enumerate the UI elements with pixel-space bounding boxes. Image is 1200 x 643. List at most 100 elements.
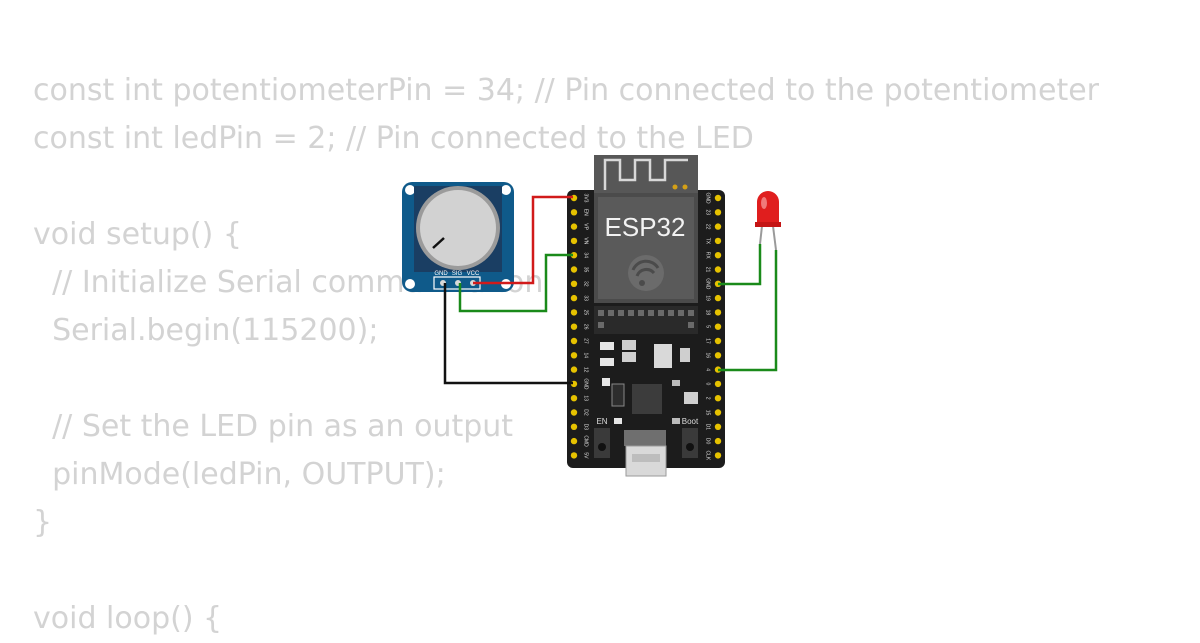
left-pin-label: 34 xyxy=(583,252,589,258)
right-pin-label: D0 xyxy=(705,438,711,445)
left-pin-label: VN xyxy=(583,237,589,244)
boot-button[interactable]: Boot xyxy=(682,417,699,458)
right-pin-17[interactable] xyxy=(714,337,722,345)
right-pin-5[interactable] xyxy=(714,323,722,330)
left-pin-d3[interactable] xyxy=(570,423,578,430)
left-pin-label: D2 xyxy=(583,409,589,416)
board-components xyxy=(600,340,698,424)
left-pin-12[interactable] xyxy=(570,366,578,373)
code-line: } xyxy=(33,505,53,540)
en-button-label: EN xyxy=(596,417,607,426)
left-pin-en[interactable] xyxy=(570,209,578,216)
right-pin-21[interactable] xyxy=(714,266,722,273)
right-pin-label: 5 xyxy=(705,325,711,328)
code-listing: const int potentiometerPin = 34; // Pin … xyxy=(33,67,1099,643)
left-pin-vp[interactable] xyxy=(570,223,578,230)
led-cathode-leg xyxy=(759,225,763,245)
right-pin-gnd[interactable] xyxy=(714,194,722,202)
right-pin-19[interactable] xyxy=(714,294,722,302)
left-pin-33[interactable] xyxy=(570,294,578,302)
right-pin-16[interactable] xyxy=(714,352,722,359)
right-pin-label: CLK xyxy=(705,451,711,461)
right-pin-label: D1 xyxy=(705,424,711,431)
code-line: Serial.begin(115200); xyxy=(33,313,379,348)
antenna-pad xyxy=(682,184,688,190)
right-pin-tx[interactable] xyxy=(714,237,722,245)
antenna-trace xyxy=(603,158,688,190)
left-pin-label: 14 xyxy=(583,353,589,359)
module-castellations xyxy=(594,306,698,334)
usb-connector xyxy=(624,430,667,477)
right-pin-0[interactable] xyxy=(714,380,722,388)
right-pin-label: 0 xyxy=(705,383,711,386)
left-pin-label: 35 xyxy=(583,267,589,273)
pot-pin-label-sig: SIG xyxy=(452,271,463,277)
right-pin-label: GND xyxy=(705,278,711,290)
led-highlight xyxy=(761,197,767,209)
esp32-board[interactable]: ESP32 xyxy=(567,155,725,477)
left-pin-27[interactable] xyxy=(570,337,578,345)
code-line: const int ledPin = 2; // Pin connected t… xyxy=(33,121,754,156)
right-pin-label: 17 xyxy=(705,338,711,344)
left-pin-label: 13 xyxy=(583,395,589,401)
right-pin-label: 16 xyxy=(705,353,711,359)
left-pin-cmd[interactable] xyxy=(570,437,578,445)
code-line: pinMode(ledPin, OUTPUT); xyxy=(33,457,446,492)
right-pin-label: 19 xyxy=(705,295,711,301)
wire-3v3-to-vcc[interactable] xyxy=(473,195,573,285)
left-pin-label: CMD xyxy=(583,435,589,447)
left-pin-25[interactable] xyxy=(570,309,578,316)
led-rim xyxy=(755,222,781,227)
left-pin-vn[interactable] xyxy=(570,237,578,245)
code-line: void setup() { xyxy=(33,217,242,252)
wire-pin2-to-led-anode[interactable] xyxy=(718,250,778,372)
right-pin-label: RX xyxy=(705,252,711,260)
mount-hole xyxy=(405,279,415,289)
left-pin-35[interactable] xyxy=(570,266,578,273)
right-pin-2[interactable] xyxy=(714,395,722,402)
left-pin-34[interactable] xyxy=(570,252,578,259)
esp32-module-label: ESP32 xyxy=(605,212,686,242)
left-pin-d2[interactable] xyxy=(570,409,578,416)
wire-gnd-to-led-cathode[interactable] xyxy=(718,244,762,286)
left-pin-label: VP xyxy=(583,223,589,230)
left-pin-label: 27 xyxy=(583,338,589,344)
left-pin-26[interactable] xyxy=(570,323,578,330)
right-pin-label: TX xyxy=(705,238,711,245)
right-pin-rx[interactable] xyxy=(714,252,722,259)
left-pin-label: 32 xyxy=(583,281,589,287)
en-button[interactable]: EN xyxy=(594,417,610,458)
espressif-logo xyxy=(628,255,664,291)
antenna-pad xyxy=(672,184,678,190)
left-pin-5v[interactable] xyxy=(570,452,578,459)
left-pin-label: 3V3 xyxy=(583,194,589,203)
mount-hole xyxy=(501,185,511,195)
left-pin-13[interactable] xyxy=(570,395,578,402)
right-pin-clk[interactable] xyxy=(714,452,722,459)
potentiometer[interactable]: GND SIG VCC xyxy=(402,182,514,292)
led-body xyxy=(757,191,779,224)
right-pin-18[interactable] xyxy=(714,309,722,316)
right-pin-22[interactable] xyxy=(714,223,722,230)
left-pin-14[interactable] xyxy=(570,352,578,359)
code-line: const int potentiometerPin = 34; // Pin … xyxy=(33,73,1099,108)
right-pin-23[interactable] xyxy=(714,209,722,216)
wire-gnd-to-pot-gnd[interactable] xyxy=(443,283,573,385)
wire-pin34-to-sig[interactable] xyxy=(458,253,573,313)
right-pin-d0[interactable] xyxy=(714,437,722,445)
wires xyxy=(443,195,778,385)
pot-knob[interactable] xyxy=(420,190,496,266)
right-pin-d1[interactable] xyxy=(714,423,722,430)
antenna-area xyxy=(594,155,698,193)
left-pin-label: 33 xyxy=(583,295,589,301)
right-pin-label: 23 xyxy=(705,210,711,216)
left-pin-32[interactable] xyxy=(570,280,578,287)
boot-button-label: Boot xyxy=(682,417,699,426)
right-pin-15[interactable] xyxy=(714,409,722,416)
right-pin-label: 4 xyxy=(705,368,711,371)
pot-pin-label-gnd: GND xyxy=(434,271,448,277)
red-led[interactable] xyxy=(755,191,781,251)
left-pin-label: EN xyxy=(583,209,589,216)
right-pin-label: 21 xyxy=(705,267,711,273)
code-line: // Set the LED pin as an output xyxy=(33,409,514,444)
